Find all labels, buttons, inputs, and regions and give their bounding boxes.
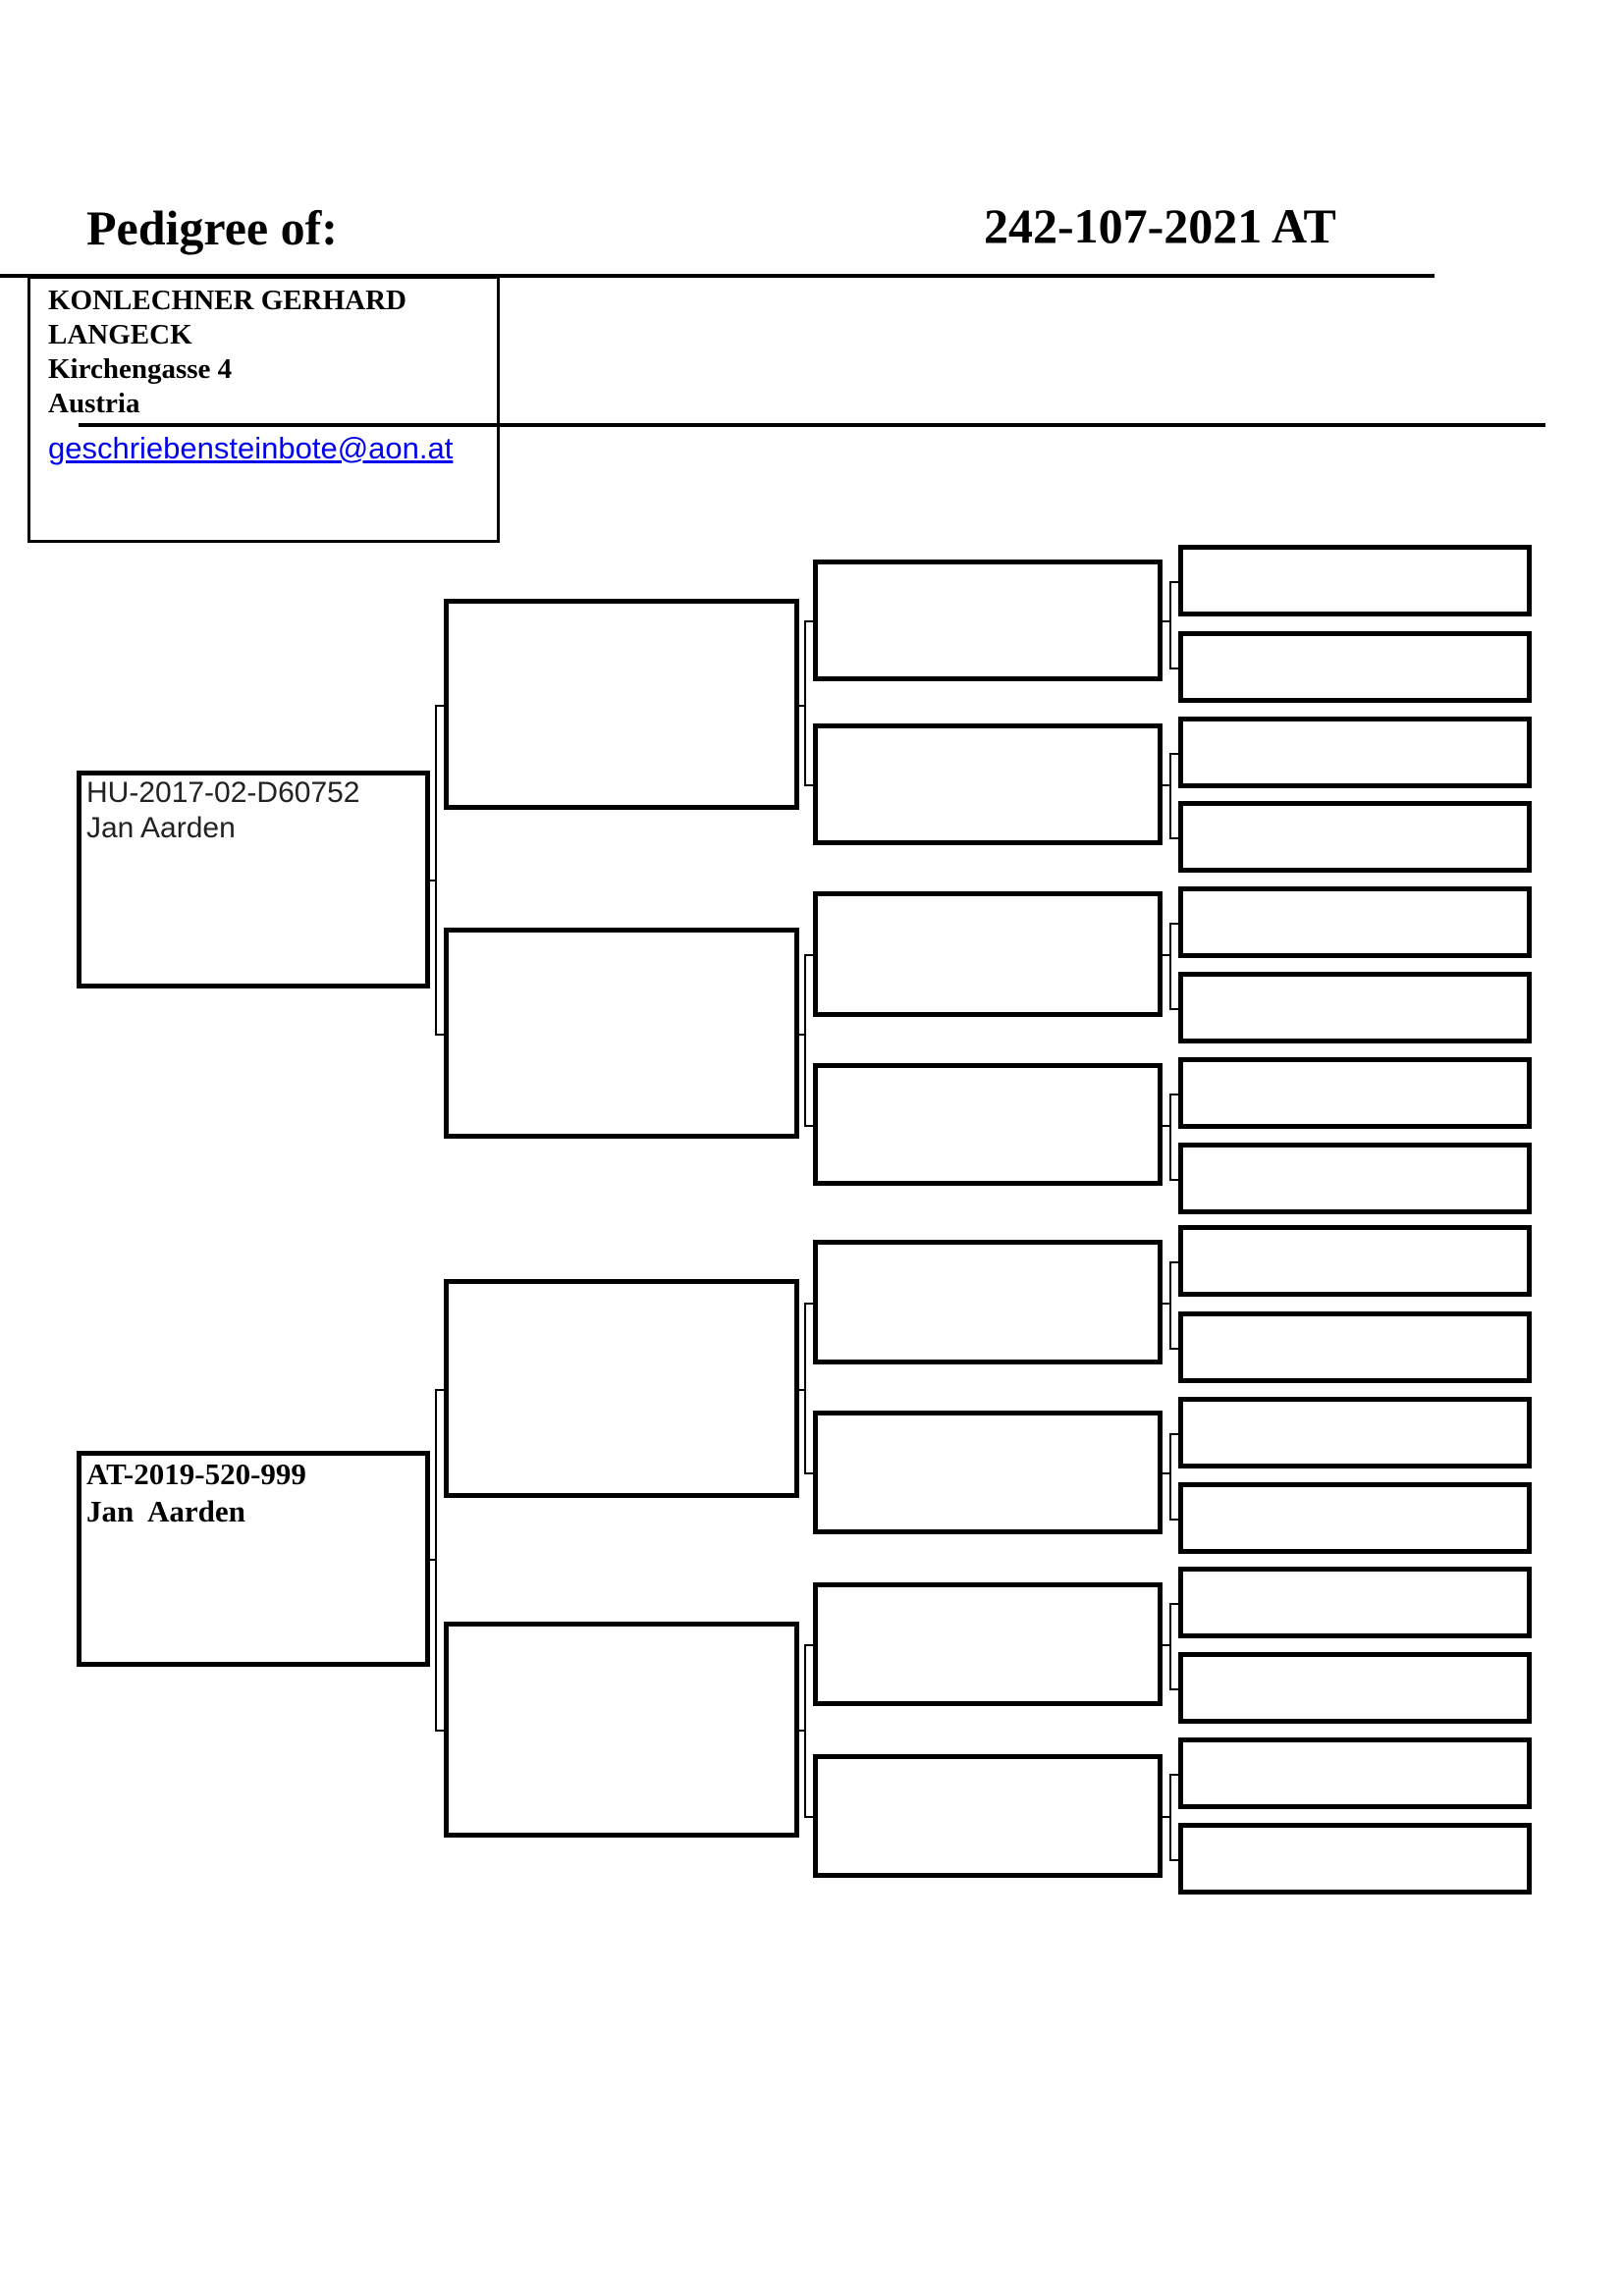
connector-bracket-vertical — [1169, 1602, 1171, 1690]
connector-bracket-vertical — [1169, 922, 1171, 1010]
pedigree-box-g2-1 — [444, 599, 799, 810]
connector-bracket-vertical — [804, 620, 806, 786]
connector-stub-upper — [1169, 1602, 1178, 1605]
pedigree-box-g4-16 — [1178, 1823, 1532, 1895]
breeder-email-link[interactable]: geschriebensteinbote@aon.at — [48, 431, 454, 465]
connector-stub-parent — [1161, 620, 1171, 622]
connector-stub-lower — [435, 1033, 444, 1036]
connector-stub-lower — [1169, 836, 1178, 839]
connector-stub-parent — [1161, 1472, 1171, 1474]
address-divider-rule — [79, 423, 1545, 427]
pedigree-box-g3-2 — [813, 723, 1163, 845]
connector-stub-lower — [1169, 667, 1178, 669]
pedigree-box-g3-7 — [813, 1582, 1163, 1706]
header-rule — [0, 274, 1435, 278]
pedigree-box-g4-13 — [1178, 1567, 1532, 1638]
connector-bracket-vertical — [435, 704, 437, 1036]
pedigree-box-g4-10 — [1178, 1311, 1532, 1383]
connector-stub-parent — [797, 1033, 806, 1036]
connector-stub-upper — [1169, 1260, 1178, 1263]
pedigree-box-g4-8 — [1178, 1143, 1532, 1214]
connector-stub-parent — [1161, 1302, 1171, 1305]
connector-bracket-vertical — [804, 1302, 806, 1474]
pedigree-box-g3-4 — [813, 1063, 1163, 1186]
pedigree-box-g4-3 — [1178, 717, 1532, 788]
connector-stub-upper — [804, 620, 813, 622]
pedigree-box-g2-2 — [444, 928, 799, 1139]
connector-stub-lower — [804, 784, 813, 786]
connector-stub-upper — [1169, 922, 1178, 925]
connector-stub-upper — [435, 1388, 444, 1391]
breeder-name-line-2: LANGECK — [48, 319, 192, 350]
pedigree-box-g4-7 — [1178, 1057, 1532, 1129]
pedigree-box-line: Jan Aarden — [86, 812, 236, 844]
pedigree-box-g2-3 — [444, 1279, 799, 1498]
connector-stub-lower — [804, 1472, 813, 1474]
pedigree-box-line: Jan Aarden — [86, 1494, 245, 1528]
pedigree-box-g3-8 — [813, 1754, 1163, 1878]
pedigree-box-g4-5 — [1178, 886, 1532, 958]
pedigree-box-g4-11 — [1178, 1397, 1532, 1468]
pedigree-box-g4-15 — [1178, 1737, 1532, 1809]
connector-stub-lower — [804, 1124, 813, 1127]
connector-stub-parent — [797, 1730, 806, 1732]
connector-stub-upper — [804, 1302, 813, 1305]
pedigree-box-g4-14 — [1178, 1652, 1532, 1724]
connector-stub-parent — [797, 704, 806, 707]
connector-stub-parent — [428, 1559, 437, 1561]
connector-stub-lower — [1169, 1687, 1178, 1690]
pedigree-box-g4-1 — [1178, 545, 1532, 616]
pedigree-box-g4-4 — [1178, 801, 1532, 873]
ring-number: 242-107-2021 AT — [984, 198, 1336, 253]
connector-stub-upper — [804, 954, 813, 956]
connector-stub-parent — [1161, 784, 1171, 786]
pedigree-box-g2-4 — [444, 1622, 799, 1838]
connector-stub-upper — [804, 1644, 813, 1646]
connector-bracket-vertical — [804, 954, 806, 1127]
connector-bracket-vertical — [1169, 752, 1171, 839]
connector-stub-parent — [1161, 1816, 1171, 1818]
pedigree-box-g3-1 — [813, 560, 1163, 681]
breeder-name-line-1: KONLECHNER GERHARD — [48, 285, 406, 316]
pedigree-box-g4-12 — [1178, 1482, 1532, 1554]
page-title: Pedigree of: — [86, 200, 338, 255]
connector-stub-lower — [1169, 1858, 1178, 1861]
connector-stub-upper — [435, 704, 444, 707]
pedigree-box-line: HU-2017-02-D60752 — [86, 776, 360, 809]
connector-stub-lower — [804, 1816, 813, 1818]
breeder-address-box: KONLECHNER GERHARD LANGECK Kirchengasse … — [27, 276, 500, 543]
pedigree-box-g3-5 — [813, 1240, 1163, 1364]
pedigree-box-g4-6 — [1178, 972, 1532, 1043]
connector-stub-parent — [1161, 954, 1171, 956]
breeder-country: Austria — [48, 388, 140, 419]
connector-stub-upper — [1169, 1432, 1178, 1435]
connector-stub-upper — [1169, 752, 1178, 755]
connector-stub-parent — [428, 880, 437, 881]
pedigree-box-g3-6 — [813, 1411, 1163, 1534]
pedigree-box-g3-3 — [813, 891, 1163, 1017]
breeder-street: Kirchengasse 4 — [48, 353, 233, 385]
connector-bracket-vertical — [1169, 1432, 1171, 1521]
connector-stub-upper — [1169, 580, 1178, 583]
connector-bracket-vertical — [1169, 580, 1171, 669]
connector-stub-lower — [1169, 1007, 1178, 1010]
connector-stub-parent — [1161, 1644, 1171, 1646]
connector-stub-upper — [1169, 1773, 1178, 1776]
connector-bracket-vertical — [1169, 1260, 1171, 1350]
connector-stub-lower — [435, 1730, 444, 1732]
connector-bracket-vertical — [1169, 1093, 1171, 1181]
connector-stub-upper — [1169, 1093, 1178, 1095]
connector-stub-lower — [1169, 1178, 1178, 1181]
connector-stub-lower — [1169, 1347, 1178, 1350]
pedigree-box-g4-9 — [1178, 1225, 1532, 1297]
pedigree-box-g4-2 — [1178, 631, 1532, 703]
connector-stub-parent — [1161, 1124, 1171, 1127]
pedigree-box-line: AT-2019-520-999 — [86, 1457, 306, 1491]
connector-stub-parent — [797, 1388, 806, 1391]
connector-stub-lower — [1169, 1518, 1178, 1521]
